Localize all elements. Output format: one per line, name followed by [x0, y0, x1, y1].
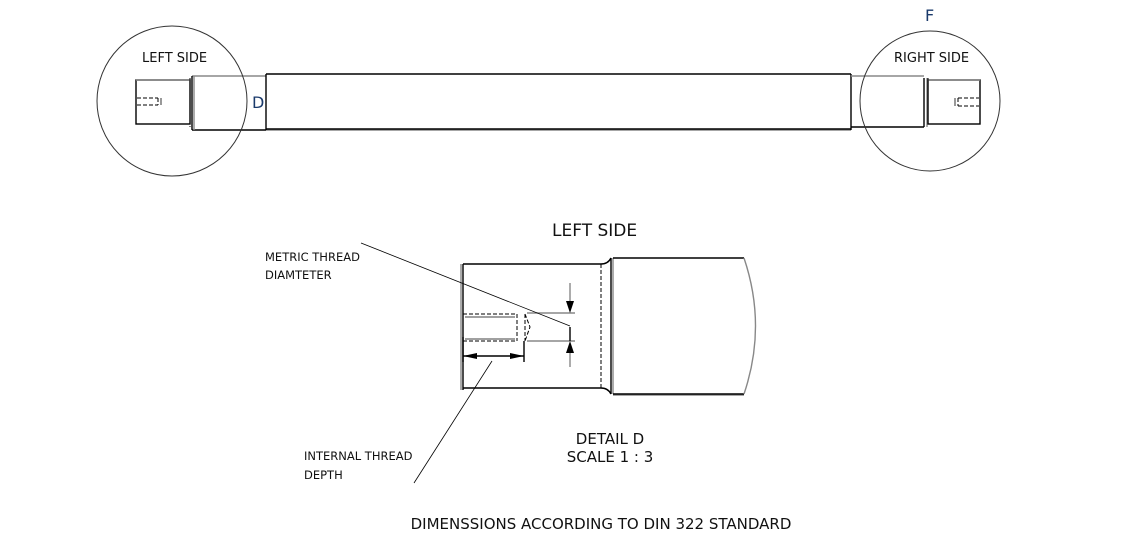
right-side-circle-label: RIGHT SIDE	[894, 51, 969, 66]
left-end-journal	[135, 78, 191, 127]
svg-text:DEPTH: DEPTH	[304, 468, 343, 482]
detail-circle-right	[859, 30, 1001, 172]
detail-circle-left	[96, 25, 248, 177]
internal-thread-leader	[413, 360, 493, 484]
detail-d-view: LEFT SIDE	[265, 221, 757, 484]
metric-thread-callout: METRIC THREAD DIAMTETER	[265, 250, 360, 282]
left-side-circle-label: LEFT SIDE	[142, 51, 207, 66]
svg-text:DIAMTETER: DIAMTETER	[265, 268, 332, 282]
internal-thread-callout: INTERNAL THREAD DEPTH	[304, 449, 413, 482]
right-end-journal	[927, 78, 981, 126]
detail-marker-f: F	[925, 6, 934, 25]
main-shaft-view: LEFT SIDE RIGHT SIDE D F	[96, 6, 1001, 177]
detail-shaft-body	[613, 257, 757, 396]
detail-caption: DETAIL D SCALE 1 : 3	[567, 430, 654, 466]
thread-depth-dimension	[462, 337, 525, 362]
left-neck	[191, 75, 266, 131]
svg-text:METRIC THREAD: METRIC THREAD	[265, 250, 360, 264]
svg-text:DETAIL D: DETAIL D	[576, 430, 644, 448]
threaded-hole	[463, 313, 531, 342]
metric-thread-leader	[360, 242, 571, 327]
detail-view-title: LEFT SIDE	[552, 221, 637, 241]
thread-diameter-dimension	[527, 283, 575, 367]
svg-text:INTERNAL THREAD: INTERNAL THREAD	[304, 449, 413, 463]
shaft-main-body	[265, 73, 852, 131]
detail-journal	[460, 263, 602, 390]
standard-note: DIMENSSIONS ACCORDING TO DIN 322 STANDAR…	[411, 515, 792, 533]
svg-text:SCALE 1 : 3: SCALE 1 : 3	[567, 448, 654, 466]
detail-fillet	[600, 257, 614, 395]
detail-marker-d: D	[252, 93, 264, 112]
right-neck	[851, 75, 928, 128]
